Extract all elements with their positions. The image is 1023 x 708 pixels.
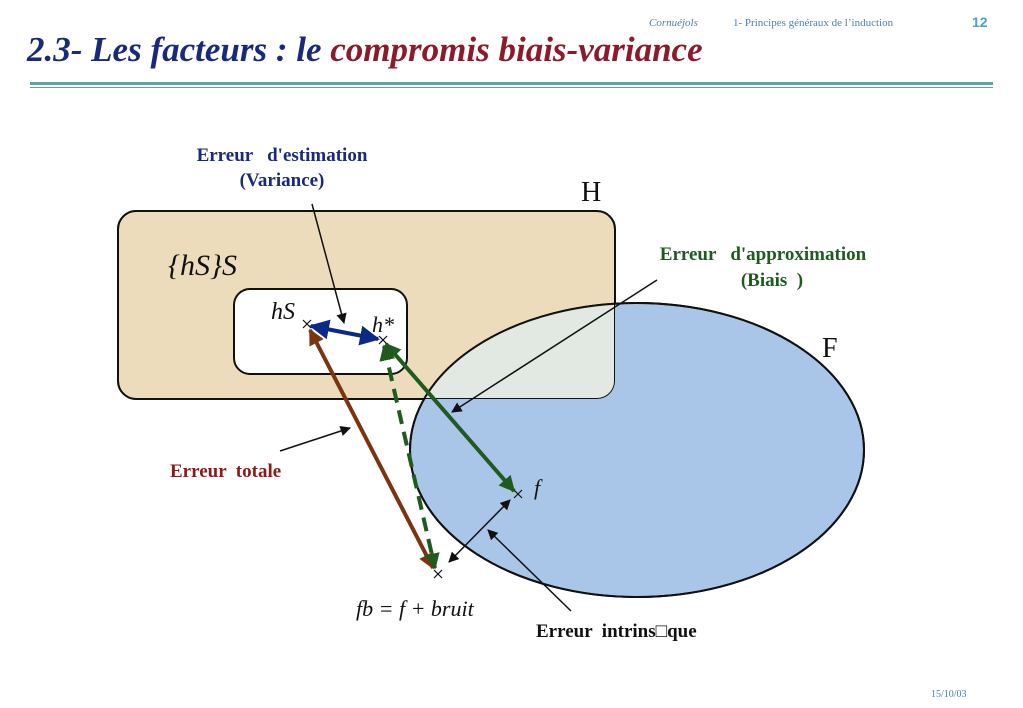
estimation-label-line1: Erreur d'estimation [197, 145, 368, 166]
point-label-hstar: h* [372, 312, 394, 337]
page-number: 12 [972, 14, 988, 30]
title-rule-thin [30, 87, 993, 88]
title-prefix: 2.3- Les facteurs : le [27, 30, 331, 69]
point-marker-f [513, 489, 523, 499]
point-label-fb: fb = f + bruit [356, 596, 475, 621]
total-error-pointer [279, 425, 351, 452]
point-label-f: f [534, 475, 543, 500]
point-marker-fb [433, 569, 443, 579]
header-author: Cornuéjols [649, 17, 698, 29]
approximation-pointer [451, 279, 658, 413]
hstar-to-fb-dashed-arrow [379, 344, 440, 570]
intrinsic-error-arrow [448, 499, 511, 563]
estimation-label-line2: (Variance) [240, 170, 325, 191]
approximation-label-line1: Erreur d'approximation [660, 244, 867, 265]
approximation-label-line2: (Biais ) [741, 270, 803, 291]
intrinsic-error-label: Erreur intrins□que [536, 621, 697, 642]
label-F: F [822, 333, 838, 364]
estimation-pointer [311, 203, 347, 325]
label-H: H [581, 177, 601, 208]
overlap-region [410, 303, 615, 399]
set-label-hS: {hS}S [168, 249, 237, 282]
title-accent: compromis biais-variance [330, 30, 703, 69]
footer-date: 15/10/03 [931, 689, 967, 700]
page-title: 2.3- Les facteurs : le compromis biais-v… [27, 30, 703, 70]
intrinsic-pointer [487, 529, 572, 612]
title-rule-thick [30, 82, 993, 85]
total-error-label: Erreur totale [170, 461, 281, 482]
header-chapter: 1- Principes généraux de l’induction [733, 17, 894, 29]
point-label-hS: hS [271, 299, 295, 325]
